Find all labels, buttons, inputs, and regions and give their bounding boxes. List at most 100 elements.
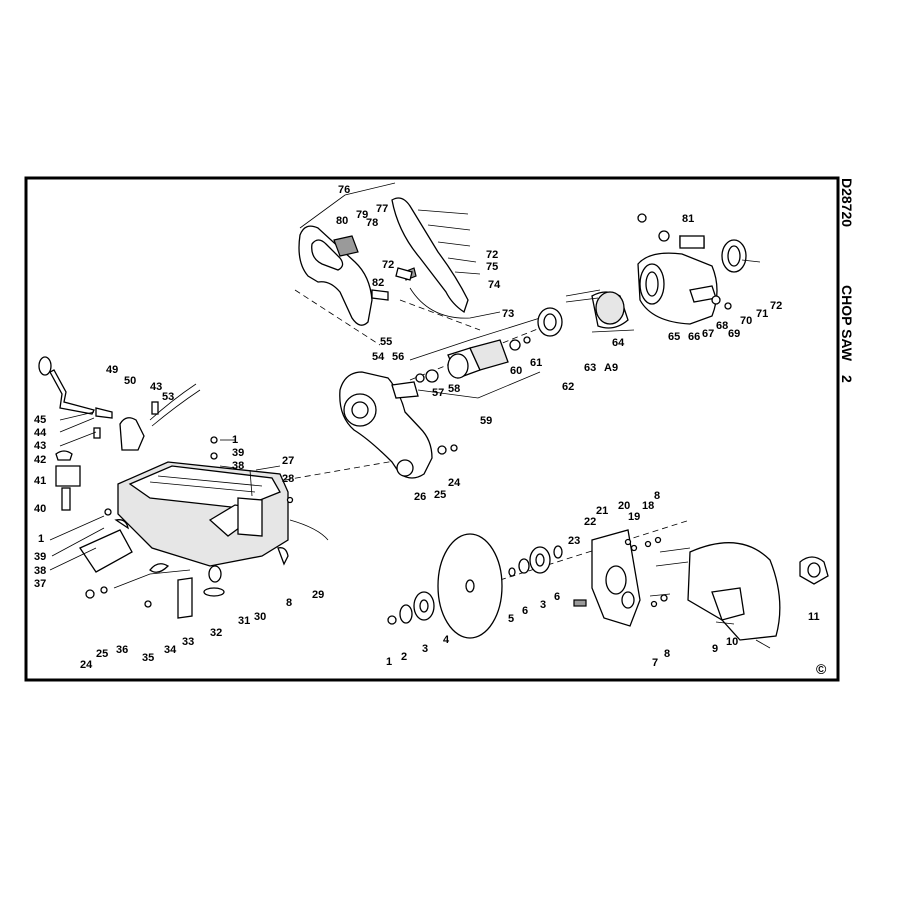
callout-59: 59 — [480, 415, 492, 427]
handle-assembly — [298, 182, 501, 326]
part-callouts: 76 77 79 78 80 72 75 72 82 74 73 81 55 5… — [34, 184, 820, 671]
callout-56: 56 — [392, 351, 404, 363]
callout-54: 54 — [372, 351, 385, 363]
callout-72-b: 72 — [382, 259, 394, 271]
callout-2: 2 — [401, 651, 407, 663]
callout-82: 82 — [372, 277, 384, 289]
callout-44: 44 — [34, 427, 47, 439]
callout-24-b: 24 — [448, 477, 461, 489]
callout-25-a: 25 — [96, 648, 108, 660]
callout-70: 70 — [740, 315, 752, 327]
callout-81: 81 — [682, 213, 694, 225]
handle-lever — [38, 356, 201, 511]
drawing-artwork — [38, 182, 829, 649]
copyright-mark: © — [816, 661, 827, 677]
callout-43-b: 43 — [34, 440, 46, 452]
callout-77: 77 — [376, 203, 388, 215]
callout-53: 53 — [162, 391, 174, 403]
callout-75: 75 — [486, 261, 498, 273]
callout-71: 71 — [756, 308, 768, 320]
callout-65: 65 — [668, 331, 680, 343]
callout-63: 63 — [584, 362, 596, 374]
callout-1-a: 1 — [232, 434, 238, 446]
callout-34: 34 — [164, 644, 177, 656]
callout-24-a: 24 — [80, 659, 93, 671]
callout-66: 66 — [688, 331, 700, 343]
callout-78: 78 — [366, 217, 378, 229]
inner-guard — [591, 529, 641, 627]
callout-80: 80 — [336, 215, 348, 227]
callout-27: 27 — [282, 455, 294, 467]
callout-11: 11 — [808, 611, 820, 623]
callout-73: 73 — [502, 308, 514, 320]
callout-45: 45 — [34, 414, 46, 426]
callout-41: 41 — [34, 475, 46, 487]
callout-6-b: 6 — [554, 591, 560, 603]
callout-7: 7 — [652, 657, 658, 669]
callout-25-b: 25 — [434, 489, 446, 501]
callout-43-a: 43 — [150, 381, 162, 393]
callout-58: 58 — [448, 383, 460, 395]
model-number: D28720 — [839, 178, 855, 227]
callout-3-a: 3 — [422, 643, 428, 655]
sheet-number: 2 — [839, 375, 855, 383]
callout-64: 64 — [612, 337, 625, 349]
callout-31: 31 — [238, 615, 250, 627]
callout-1-b: 1 — [38, 533, 44, 545]
callout-67: 67 — [702, 328, 714, 340]
callout-39-a: 39 — [232, 447, 244, 459]
callout-4: 4 — [443, 634, 450, 646]
callout-8-c: 8 — [664, 648, 670, 660]
callout-42: 42 — [34, 454, 46, 466]
callout-22: 22 — [584, 516, 596, 528]
armature — [409, 307, 563, 399]
callout-29: 29 — [312, 589, 324, 601]
callout-50: 50 — [124, 375, 136, 387]
cutoff-wheel — [437, 533, 503, 639]
callout-6-a: 6 — [522, 605, 528, 617]
callout-5: 5 — [508, 613, 514, 625]
callout-61: 61 — [530, 357, 542, 369]
callout-9: 9 — [712, 643, 718, 655]
callout-74: 74 — [488, 279, 501, 291]
product-name: CHOP SAW — [839, 285, 855, 362]
assembly-line-handle — [294, 289, 381, 346]
callout-19: 19 — [628, 511, 640, 523]
assembly-line-handle-2 — [399, 299, 481, 331]
callout-38-a: 38 — [232, 460, 244, 472]
callout-33: 33 — [182, 636, 194, 648]
spindle-bearing — [799, 556, 829, 585]
callout-32: 32 — [210, 627, 222, 639]
callout-30: 30 — [254, 611, 266, 623]
callout-40: 40 — [34, 503, 46, 515]
callout-72-c: 72 — [770, 300, 782, 312]
callout-60: 60 — [510, 365, 522, 377]
callout-76: 76 — [338, 184, 350, 196]
callout-8-b: 8 — [654, 490, 660, 502]
callout-62: 62 — [562, 381, 574, 393]
callout-21: 21 — [596, 505, 608, 517]
callout-38-b: 38 — [34, 565, 46, 577]
callout-18: 18 — [642, 500, 654, 512]
outer-guard — [649, 542, 781, 649]
callout-68: 68 — [716, 320, 728, 332]
callout-55: 55 — [380, 336, 392, 348]
callout-23: 23 — [568, 535, 580, 547]
side-title: D28720 CHOP SAW 2 — [839, 178, 855, 383]
callout-37: 37 — [34, 578, 46, 590]
callout-72-a: 72 — [486, 249, 498, 261]
callout-49: 49 — [106, 364, 118, 376]
callout-10: 10 — [726, 636, 738, 648]
callout-57: 57 — [432, 387, 444, 399]
callout-39-b: 39 — [34, 551, 46, 563]
callout-20: 20 — [618, 500, 630, 512]
drawing-frame — [24, 176, 840, 682]
callout-1-c: 1 — [386, 656, 392, 668]
callout-79: 79 — [356, 209, 368, 221]
callout-69: 69 — [728, 328, 740, 340]
callout-28: 28 — [282, 473, 294, 485]
flanges — [387, 545, 587, 625]
field-coil — [565, 289, 635, 333]
assembly-line-base — [284, 459, 401, 481]
